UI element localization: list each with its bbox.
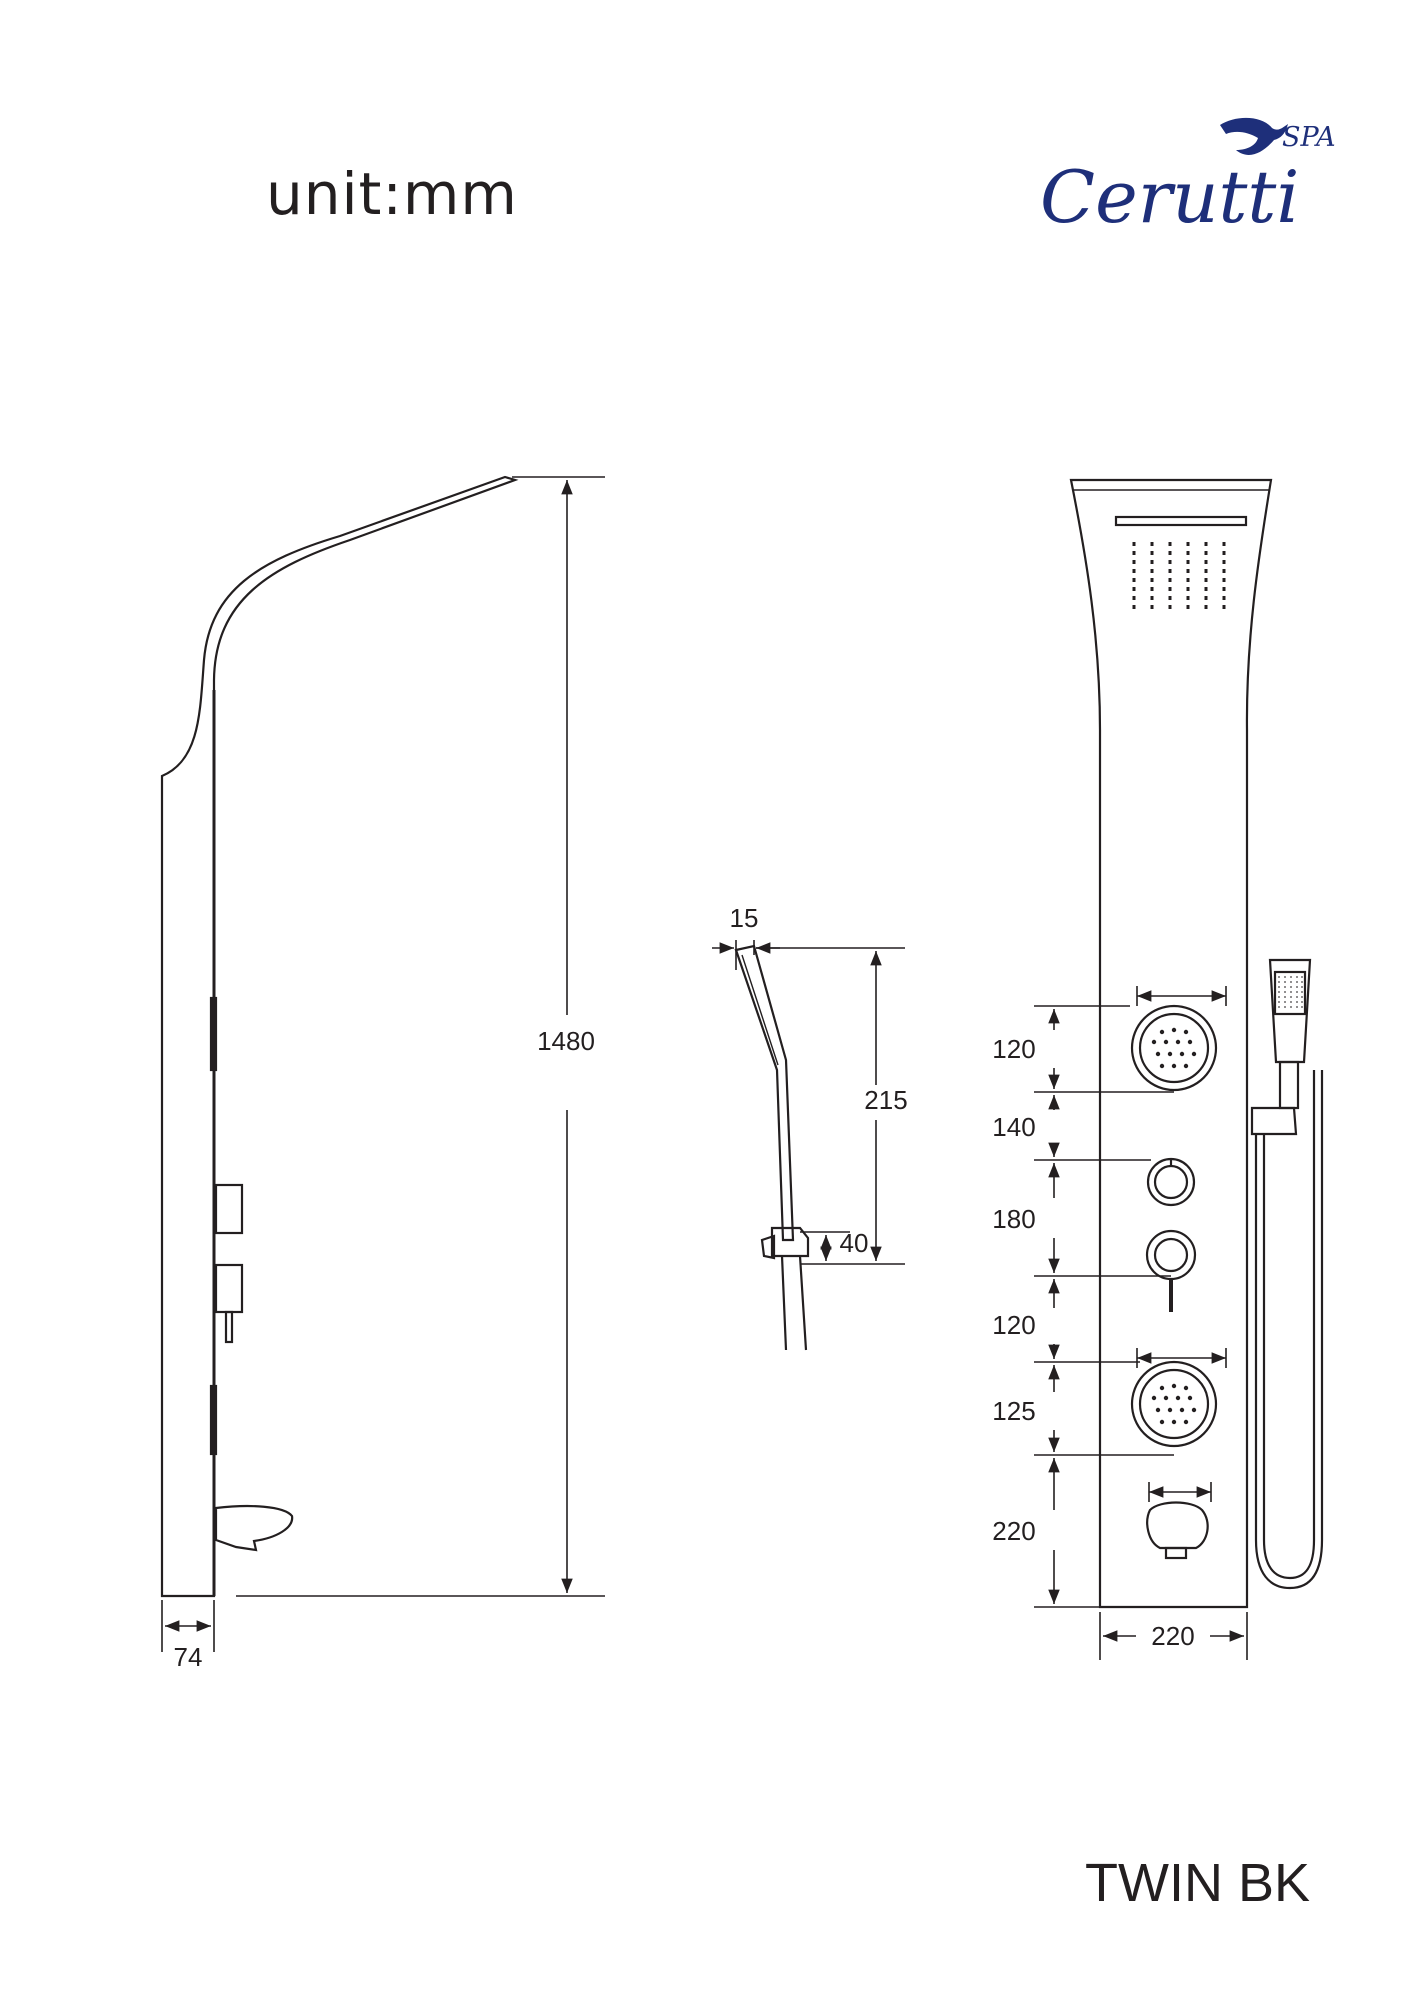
width-label: 220 (1151, 1621, 1194, 1651)
panel-front-outline (1069, 478, 1273, 1609)
spout-front (1146, 1501, 1209, 1550)
rain-nozzle-grid (1132, 542, 1226, 612)
depth-label: 74 (174, 1642, 203, 1672)
spacing-label-6: 220 (992, 1516, 1035, 1546)
unit-label: unit:mm (266, 160, 518, 228)
hand-shower-holder (770, 1226, 810, 1258)
brand-suffix: SPA (1282, 122, 1336, 153)
body-jet-slot-upper (209, 996, 218, 1072)
brand-logo: SPA Cerutti (1040, 117, 1336, 239)
side-view-dimensions (161, 476, 605, 1652)
diverter-knob-side (214, 1183, 244, 1235)
panel-side-outline (160, 475, 519, 1598)
spacing-label-2: 140 (992, 1112, 1035, 1142)
holder-label: 40 (840, 1228, 869, 1258)
spacing-label-5: 125 (992, 1396, 1035, 1426)
length-label: 215 (864, 1085, 907, 1115)
hose-front (1254, 1070, 1324, 1590)
front-view (1069, 478, 1324, 1609)
hand-shower-dimensions (712, 940, 905, 1265)
height-label: 1480 (537, 1026, 595, 1056)
body-jet-slot-lower (209, 1384, 218, 1456)
front-view-dimensions (1034, 986, 1248, 1660)
body-jet-lower (1130, 1360, 1218, 1448)
mixer-lever-side (224, 1310, 234, 1344)
hand-shower-holder-front (1250, 1106, 1298, 1136)
front-view-labels: 120 140 180 120 125 220 220 (992, 1034, 1194, 1651)
spacing-label-1: 120 (992, 1034, 1035, 1064)
spout-side (214, 1504, 294, 1552)
brand-name: Cerutti (1040, 155, 1299, 239)
hand-shower-front (1250, 958, 1324, 1590)
mixer-knob-front (1145, 1229, 1197, 1312)
spacing-label-3: 180 (992, 1204, 1035, 1234)
thickness-label: 15 (730, 903, 759, 933)
body-jet-upper (1130, 1004, 1218, 1092)
mixer-knob-side (214, 1263, 244, 1314)
hose (780, 1255, 808, 1351)
model-label: TWIN BK (1085, 1853, 1310, 1913)
hand-shower-view (734, 944, 810, 1351)
side-view (160, 475, 519, 1598)
dolphin-icon (1220, 117, 1288, 155)
spacing-label-4: 120 (992, 1310, 1035, 1340)
diverter-knob-front (1146, 1157, 1196, 1207)
hand-shower-profile (734, 944, 795, 1242)
waterfall-outlet (1114, 515, 1248, 527)
